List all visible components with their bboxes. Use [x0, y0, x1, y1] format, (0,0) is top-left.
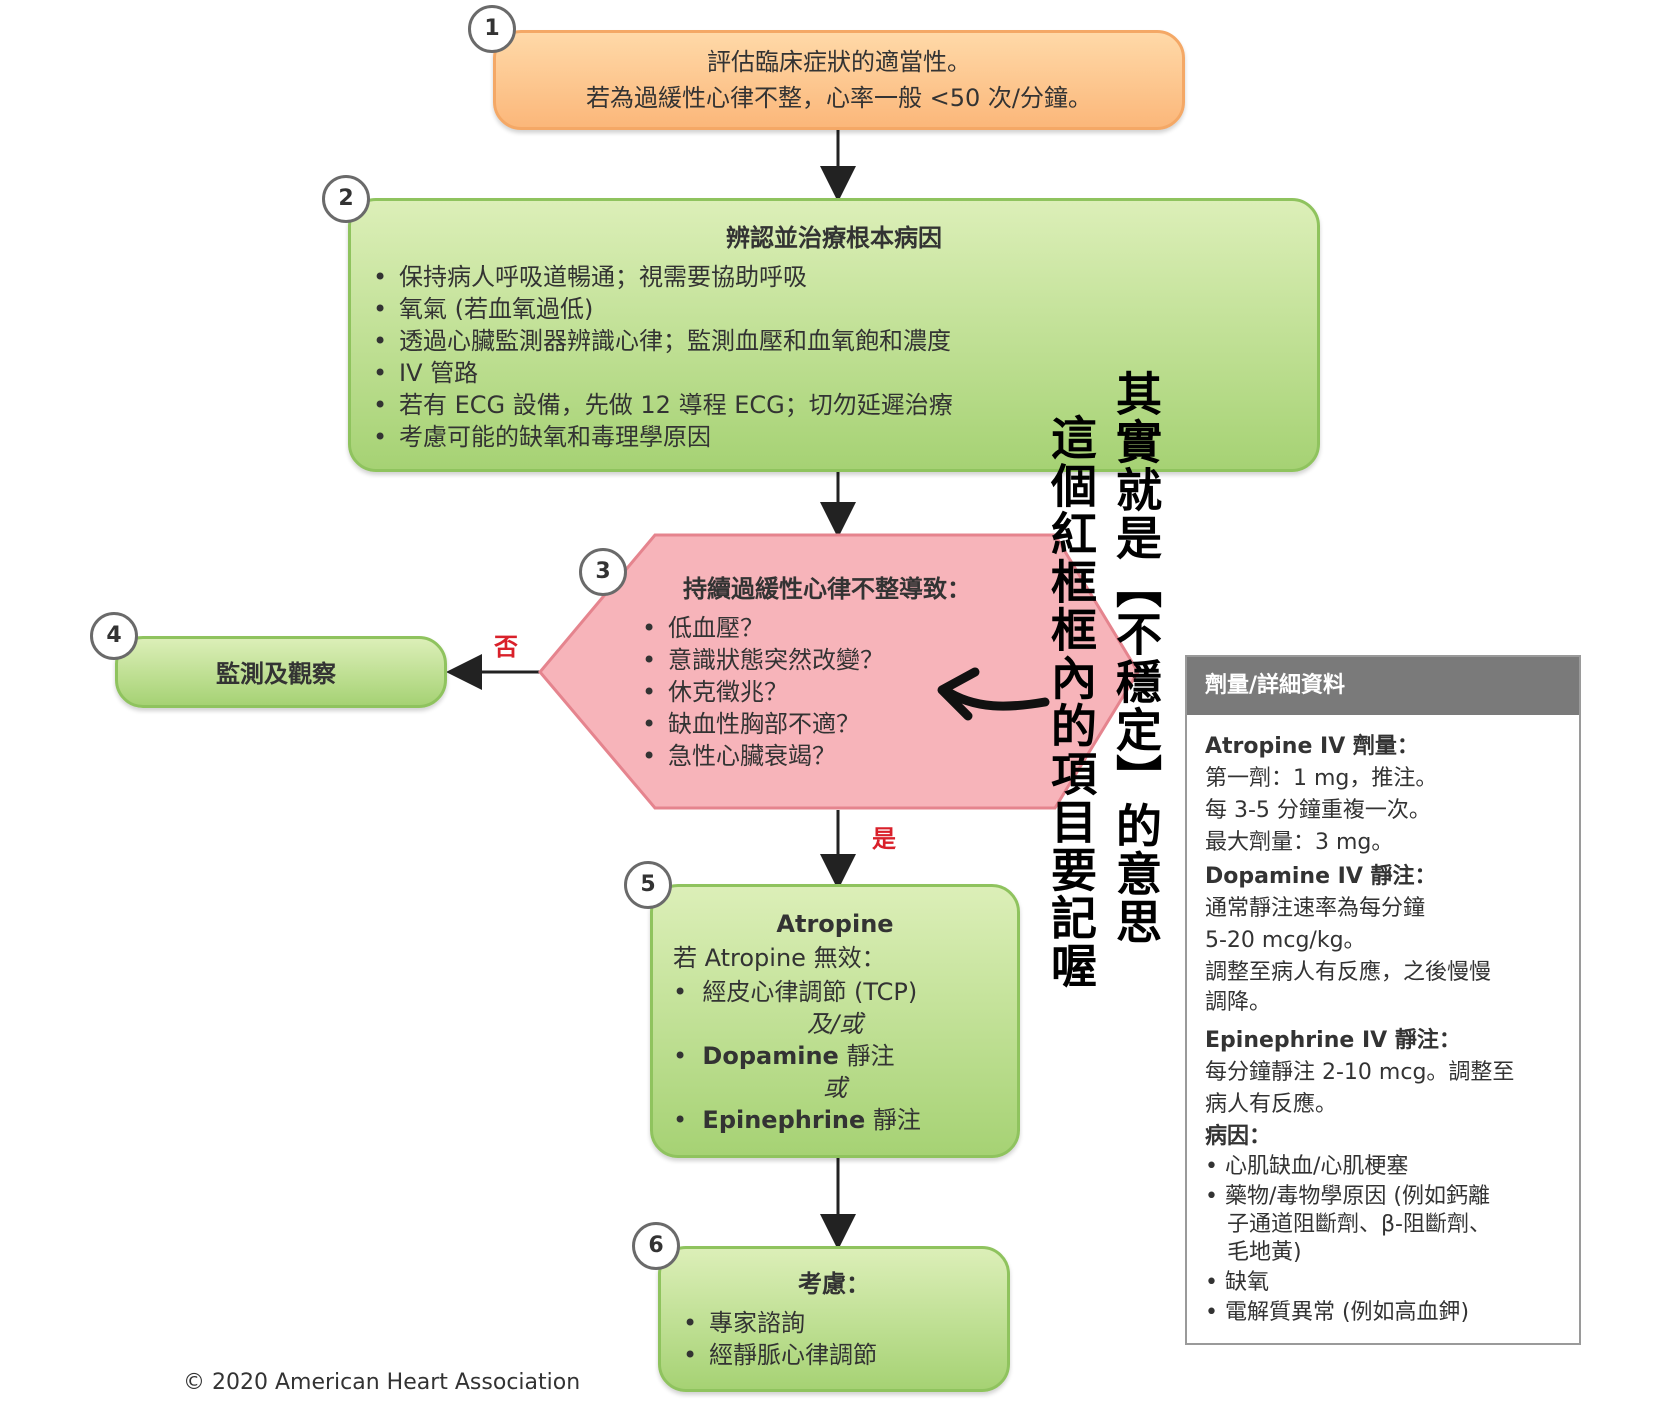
epinephrine-dose-title: Epinephrine IV 靜注： — [1205, 1028, 1461, 1053]
step2-list: 保持病人呼吸道暢通；視需要協助呼吸 氧氣 (若血氧過低) 透過心臟監測器辨識心律… — [371, 261, 953, 453]
atropine-dose-line: 最大劑量：3 mg。 — [1205, 830, 1394, 855]
step2-item: 若有 ECG 設備，先做 12 導程 ECG；切勿延遲治療 — [371, 389, 953, 421]
cause-item: • 心肌缺血/心肌梗塞 — [1205, 1154, 1409, 1179]
branch-yes-label: 是 — [872, 825, 896, 853]
dopamine-dose-line: 調整至病人有反應，之後慢慢 — [1205, 960, 1492, 985]
step1-line2: 若為過緩性心律不整，心率一般 <50 次/分鐘。 — [586, 84, 1092, 112]
step2-item: 保持病人呼吸道暢通；視需要協助呼吸 — [371, 261, 953, 293]
step3-number: 3 — [579, 548, 627, 596]
step6-box: 考慮： 專家諮詢 經靜脈心律調節 — [658, 1246, 1010, 1392]
copyright-notice: © 2020 American Heart Association — [183, 1370, 581, 1395]
cause-text: 藥物/毒物學原因 (例如鈣離 — [1224, 1184, 1490, 1209]
hand-arrow-head — [937, 667, 980, 721]
step5-item2-drug: Dopamine — [702, 1042, 839, 1070]
step2-item: IV 管路 — [371, 357, 953, 389]
annotation-column-1: 其實就是【不穩定】的意思 — [1109, 370, 1163, 946]
step3-title: 持續過緩性心律不整導致： — [683, 575, 971, 603]
step3-item: 休克徵兆？ — [640, 676, 884, 708]
step3-item: 意識狀態突然改變？ — [640, 644, 884, 676]
step5-number: 5 — [624, 861, 672, 909]
cause-text: 心肌缺血/心肌梗塞 — [1224, 1154, 1409, 1179]
step3-list: 低血壓？ 意識狀態突然改變？ 休克徵兆？ 缺血性胸部不適？ 急性心臟衰竭？ — [640, 612, 884, 772]
epinephrine-dose-line: 每分鐘靜注 2-10 mcg。調整至 — [1205, 1060, 1515, 1085]
step2-item: 考慮可能的缺氧和毒理學原因 — [371, 421, 953, 453]
step6-title: 考慮： — [798, 1270, 870, 1298]
dosage-panel: 劑量/詳細資料 Atropine IV 劑量： 第一劑：1 mg，推注。 每 3… — [1185, 655, 1581, 1345]
step5-item3: • Epinephrine 靜注 — [673, 1106, 921, 1134]
step2-box: 辨認並治療根本病因 保持病人呼吸道暢通；視需要協助呼吸 氧氣 (若血氧過低) 透… — [348, 198, 1320, 472]
atropine-dose-title: Atropine IV 劑量： — [1205, 734, 1419, 759]
step2-title: 辨認並治療根本病因 — [726, 224, 942, 252]
step6-item: 專家諮詢 — [681, 1307, 877, 1339]
step6-item: 經靜脈心律調節 — [681, 1339, 877, 1371]
step3-item: 缺血性胸部不適？ — [640, 708, 884, 740]
dopamine-dose-line: 5-20 mcg/kg。 — [1205, 928, 1366, 953]
step5-item3-drug: Epinephrine — [702, 1106, 866, 1134]
step3-item: 低血壓？ — [640, 612, 884, 644]
step5-or2: 或 — [823, 1074, 847, 1102]
cause-item: • 藥物/毒物學原因 (例如鈣離 — [1205, 1184, 1490, 1209]
step2-number: 2 — [322, 175, 370, 223]
step5-item1: • 經皮心律調節 (TCP) — [673, 978, 918, 1006]
step6-number: 6 — [632, 1222, 680, 1270]
step5-item3-route: 靜注 — [865, 1106, 921, 1134]
step5-item1-text: 經皮心律調節 (TCP) — [702, 978, 918, 1006]
dopamine-dose-line: 通常靜注速率為每分鐘 — [1205, 896, 1426, 921]
step5-item2: • Dopamine 靜注 — [673, 1042, 895, 1070]
step5-title: Atropine — [776, 910, 894, 938]
cause-item: • 電解質異常 (例如高血鉀) — [1205, 1300, 1470, 1325]
atropine-dose-line: 第一劑：1 mg，推注。 — [1205, 766, 1438, 791]
cause-text: 缺氧 — [1224, 1270, 1269, 1295]
step5-item2-route: 靜注 — [838, 1042, 895, 1070]
step5-subtitle: 若 Atropine 無效： — [673, 944, 886, 972]
cause-item-cont: 毛地黃) — [1227, 1240, 1302, 1265]
atropine-dose-line: 每 3-5 分鐘重複一次。 — [1205, 798, 1431, 823]
step2-item: 氧氣 (若血氧過低) — [371, 293, 953, 325]
step5-box: Atropine 若 Atropine 無效： • 經皮心律調節 (TCP) 及… — [650, 884, 1020, 1158]
step6-list: 專家諮詢 經靜脈心律調節 — [681, 1307, 877, 1371]
step4-number: 4 — [90, 612, 138, 660]
epinephrine-dose-line: 病人有反應。 — [1205, 1092, 1338, 1117]
step4-label: 監測及觀察 — [216, 660, 336, 688]
hand-arrow — [940, 685, 1050, 711]
cause-item-cont: 子通道阻斷劑、β-阻斷劑、 — [1227, 1212, 1491, 1237]
step2-item: 透過心臟監測器辨識心律；監測血壓和血氧飽和濃度 — [371, 325, 953, 357]
cause-item: • 缺氧 — [1205, 1270, 1269, 1295]
annotation-column-2: 這個紅框框內的項目要記喔 — [1044, 414, 1098, 990]
dosage-panel-header: 劑量/詳細資料 — [1187, 657, 1579, 715]
step1-box: 評估臨床症狀的適當性。 若為過緩性心律不整，心率一般 <50 次/分鐘。 — [493, 30, 1185, 130]
step5-or1: 及/或 — [806, 1010, 864, 1038]
step4-box: 監測及觀察 — [115, 636, 447, 708]
branch-no-label: 否 — [494, 633, 518, 661]
step1-line1: 評估臨床症狀的適當性。 — [707, 48, 971, 76]
step3-item: 急性心臟衰竭？ — [640, 740, 884, 772]
cause-text: 電解質異常 (例如高血鉀) — [1224, 1300, 1470, 1325]
causes-title: 病因： — [1205, 1124, 1272, 1149]
step1-number: 1 — [468, 5, 516, 53]
dopamine-dose-title: Dopamine IV 靜注： — [1205, 864, 1437, 889]
dopamine-dose-line: 調降。 — [1205, 990, 1272, 1015]
